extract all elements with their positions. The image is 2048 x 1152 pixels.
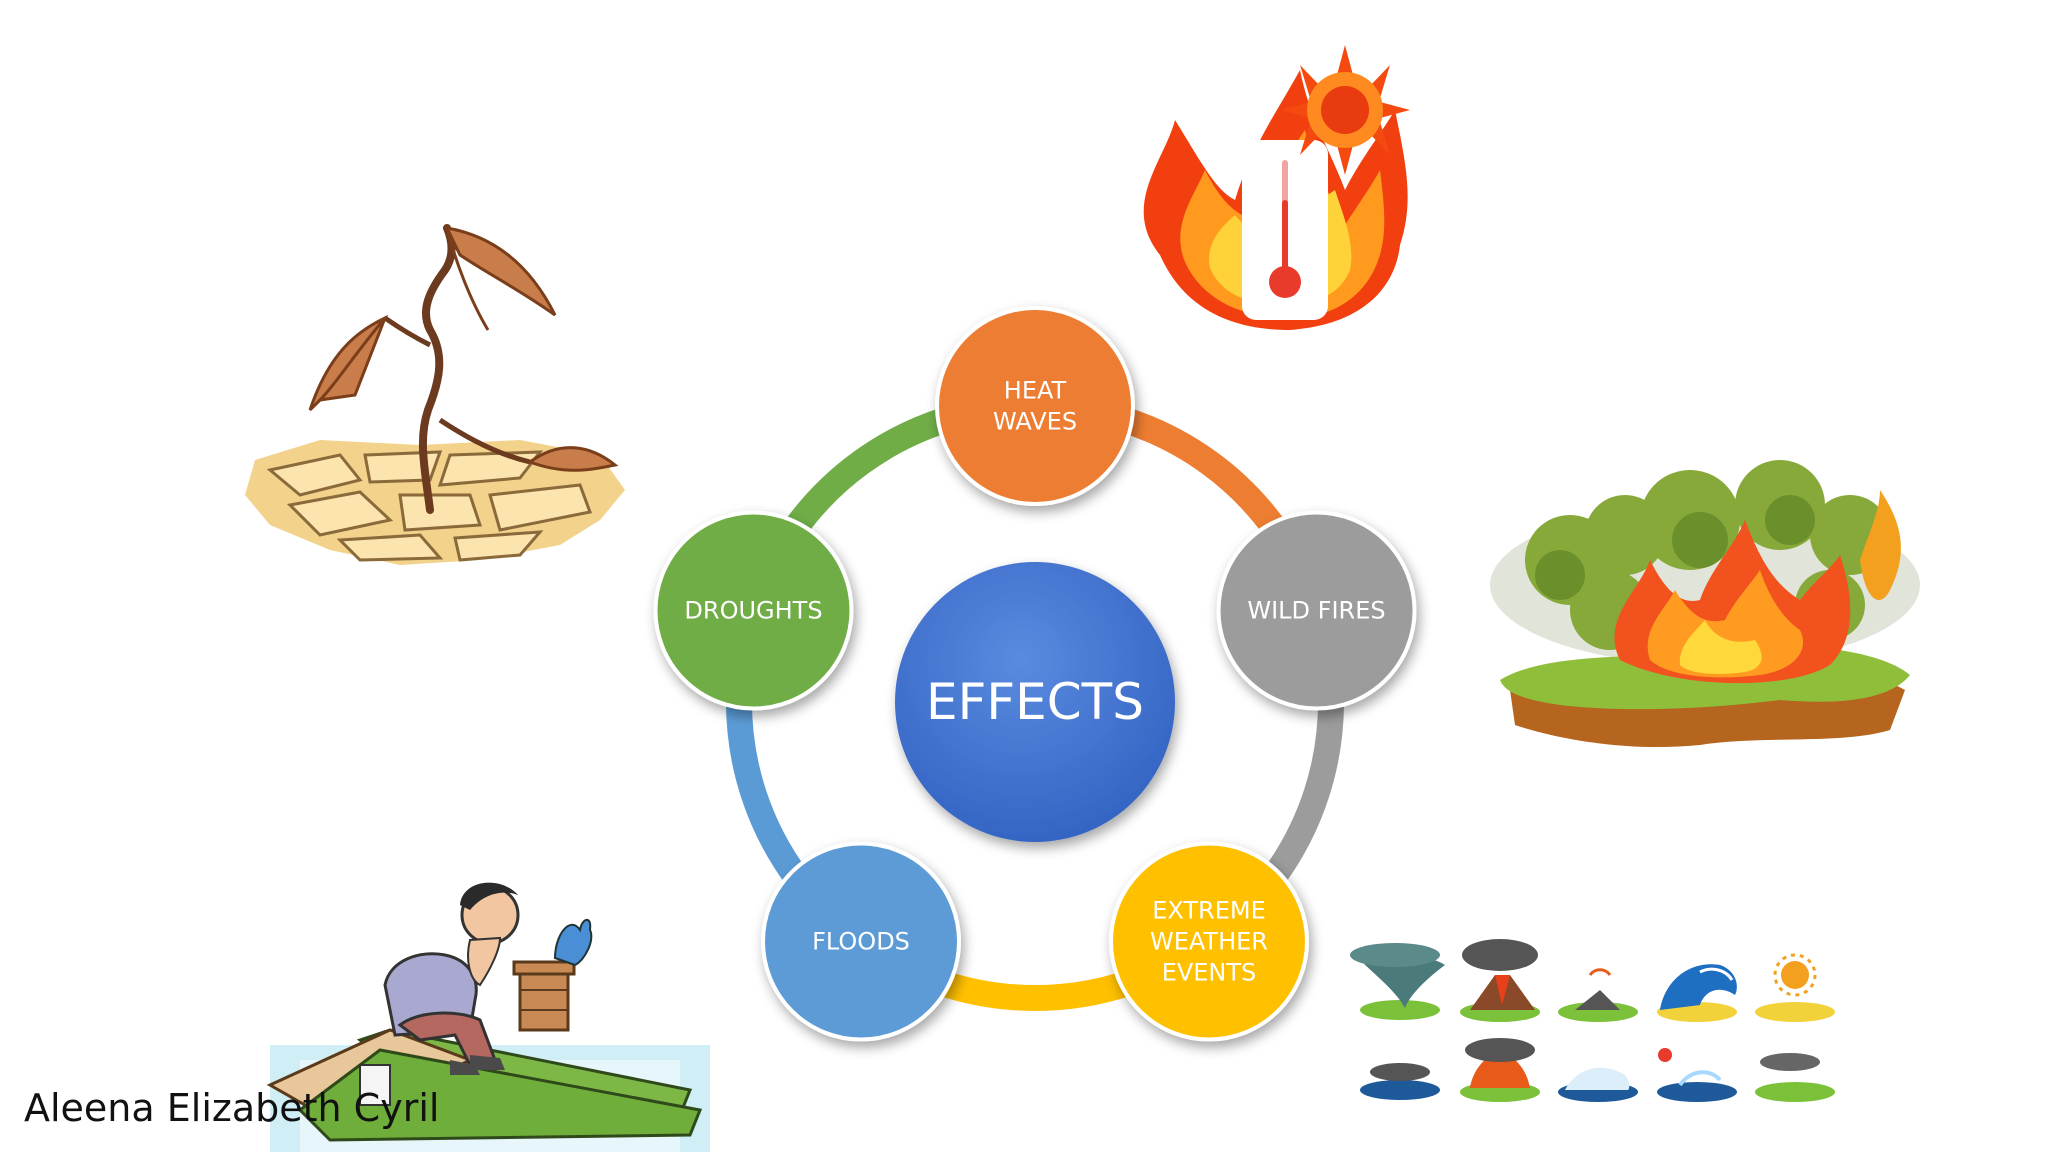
heat-illustration <box>1143 45 1410 330</box>
node-label-heat-waves: HEAT WAVES <box>993 377 1077 436</box>
sun-drought-icon <box>1755 953 1835 1022</box>
wildfire-illustration <box>1490 460 1920 748</box>
center-node <box>895 562 1175 842</box>
node-circle-floods <box>761 841 962 1042</box>
author-name: Aleena Elizabeth Cyril <box>24 1086 440 1130</box>
node-label-extreme-weather-events: EXTREME WEATHER EVENTS <box>1150 896 1268 986</box>
center-label: EFFECTS <box>926 673 1144 731</box>
effects-cycle-diagram: HEAT WAVES WILD FIRES EXTREME WEATHER EVENTS F… <box>653 306 1417 1042</box>
node-circle-wild-fires <box>1216 510 1417 711</box>
node-label-line: WILD FIRES <box>1247 597 1385 625</box>
cyclone-icon <box>1657 1048 1737 1102</box>
node-label-line: FLOODS <box>812 927 910 955</box>
node-circle-heat-waves <box>935 306 1135 506</box>
tornado-icon <box>1350 943 1445 1020</box>
tsunami-icon <box>1657 964 1737 1022</box>
flood-illustration <box>266 882 710 1152</box>
storm-icon <box>1755 1053 1835 1102</box>
node-label-line: EVENTS <box>1162 958 1257 986</box>
node-label-line: DROUGHTS <box>684 597 822 625</box>
flood-small-icon <box>1360 1063 1440 1100</box>
node-label-line: HEAT <box>1004 377 1067 405</box>
blizzard-icon <box>1558 1067 1638 1102</box>
node-label-droughts: DROUGHTS <box>684 597 822 625</box>
node-label-floods: FLOODS <box>812 927 910 955</box>
center-circle <box>895 562 1175 842</box>
earthquake-icon <box>1558 968 1638 1022</box>
node-floods: FLOODS <box>761 841 962 1042</box>
node-wild-fires: WILD FIRES <box>1216 510 1417 711</box>
node-droughts: DROUGHTS <box>653 510 854 711</box>
node-label-line: WEATHER <box>1150 927 1268 955</box>
node-heat-waves: HEAT WAVES <box>935 306 1135 506</box>
node-label-line: WAVES <box>993 408 1077 436</box>
node-extreme-weather-events: EXTREME WEATHER EVENTS <box>1108 841 1309 1042</box>
node-label-line: EXTREME <box>1152 896 1266 924</box>
fire-small-icon <box>1460 1038 1540 1102</box>
volcano-icon <box>1460 939 1540 1022</box>
node-circle-droughts <box>653 510 854 711</box>
node-circle-extreme-weather-events <box>1108 841 1309 1042</box>
extreme-weather-illustration <box>1350 939 1835 1102</box>
cycle-nodes: HEAT WAVES WILD FIRES EXTREME WEATHER EVENTS F… <box>653 306 1417 1042</box>
node-label-wild-fires: WILD FIRES <box>1247 597 1385 625</box>
drought-illustration <box>245 224 625 565</box>
